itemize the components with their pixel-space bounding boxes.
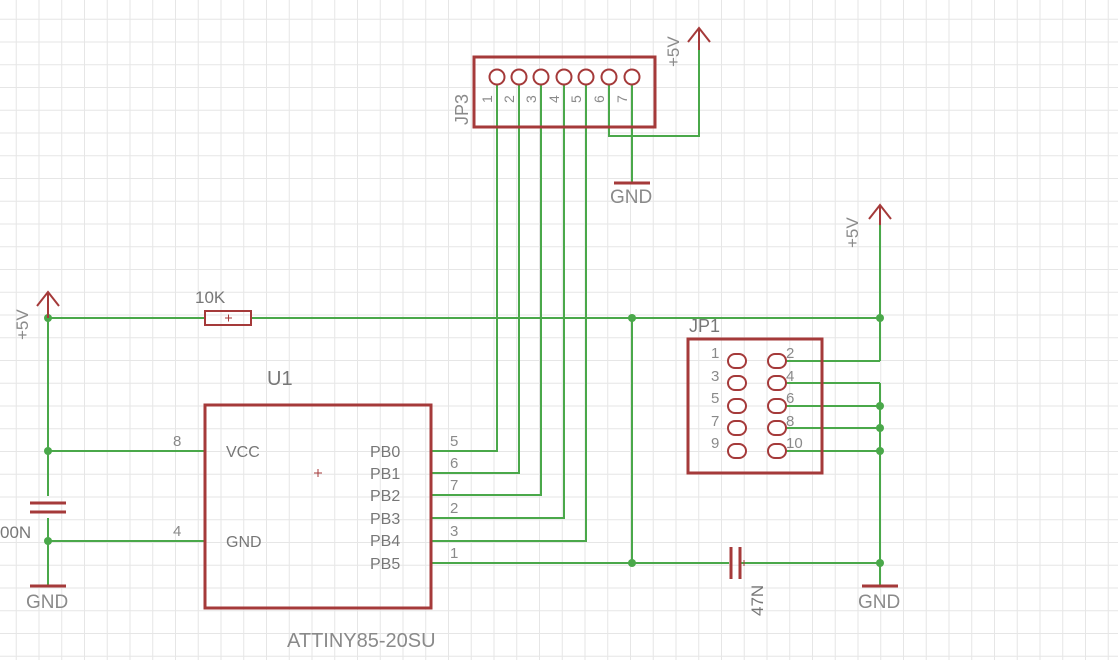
pin-number: 6 — [786, 390, 794, 407]
capacitor-value: 00N — [0, 523, 31, 542]
junction — [628, 559, 636, 567]
pin-number: 3 — [450, 523, 458, 540]
header-pad — [767, 353, 787, 369]
junction — [876, 424, 884, 432]
pin-number: 5 — [711, 390, 719, 407]
header-pad — [727, 353, 747, 369]
component-ref: JP3 — [452, 94, 472, 125]
gnd-symbol-left: GND — [26, 584, 68, 613]
header-pad — [727, 443, 747, 459]
vcc-symbol-right: +5V — [843, 203, 892, 248]
vcc-symbol-left: +5V — [13, 290, 60, 340]
pin-number: 6 — [450, 455, 458, 472]
header-pad — [767, 420, 787, 436]
junction — [44, 537, 52, 545]
pin-number: 1 — [711, 345, 719, 362]
gnd-label: GND — [26, 592, 68, 613]
junction — [876, 314, 884, 322]
header-jp1[interactable]: JP1 1 3 5 7 9 2 4 6 8 10 — [686, 316, 824, 475]
pin-number: 1 — [450, 545, 458, 562]
gnd-label: GND — [858, 592, 900, 613]
vcc-label: +5V — [843, 217, 862, 248]
pin-number: 7 — [614, 95, 630, 103]
gnd-label: GND — [610, 187, 652, 208]
ic-u1[interactable]: U1 ATTINY85-20SU 8 VCC 4 GND PB0 5 PB1 6… — [173, 368, 458, 652]
wire-jp3-pin6 — [608, 77, 633, 183]
pin-number: 9 — [711, 435, 719, 452]
wire-pb0 — [431, 77, 498, 452]
pin-name: PB2 — [370, 488, 400, 505]
gnd-symbol-right: GND — [858, 584, 900, 613]
resistor-value: 10K — [195, 288, 226, 307]
pin-number: 8 — [786, 413, 794, 430]
pin-number: 2 — [450, 500, 458, 517]
capacitor-c2[interactable]: 47N — [729, 547, 767, 616]
header-pad — [623, 68, 641, 86]
pin-number: 7 — [711, 413, 719, 430]
pin-name: PB0 — [370, 444, 400, 461]
pin-number: 5 — [450, 433, 458, 450]
header-pad — [488, 68, 506, 86]
resistor-10k[interactable]: 10K — [195, 288, 252, 326]
wires — [47, 30, 881, 586]
junction — [876, 447, 884, 455]
junctions — [44, 314, 884, 567]
pin-number: 3 — [523, 95, 539, 103]
header-pad — [727, 375, 747, 391]
junction — [44, 447, 52, 455]
pin-number: 10 — [786, 435, 803, 452]
pin-number: 2 — [501, 95, 517, 103]
wire-pb3 — [431, 77, 565, 519]
header-pad — [767, 398, 787, 414]
pin-name: PB4 — [370, 533, 400, 550]
header-jp3[interactable]: 1 2 3 4 5 6 7 JP3 — [452, 55, 657, 129]
header-pad — [767, 375, 787, 391]
gnd-symbol-jp3: GND — [610, 181, 652, 208]
pin-number: 1 — [479, 95, 495, 103]
junction — [628, 314, 636, 322]
pin-number: 4 — [546, 95, 562, 103]
header-pad — [532, 68, 550, 86]
component-value: ATTINY85-20SU — [287, 630, 436, 652]
capacitor-value: 47N — [748, 585, 767, 616]
capacitor-c1[interactable]: 00N — [0, 501, 66, 542]
vcc-label: +5V — [664, 36, 683, 67]
pin-name: PB3 — [370, 511, 400, 528]
component-ref: U1 — [267, 368, 293, 390]
pin-number: 5 — [568, 95, 584, 103]
wire-pb4 — [431, 77, 587, 542]
pin-number: 4 — [173, 523, 181, 540]
vcc-label: +5V — [13, 309, 32, 340]
junction — [876, 559, 884, 567]
wire-pb2 — [431, 77, 542, 496]
header-pad — [555, 68, 573, 86]
pin-name: GND — [226, 534, 262, 551]
header-pad — [767, 443, 787, 459]
header-pad — [727, 398, 747, 414]
pin-name: PB1 — [370, 466, 400, 483]
header-pad — [510, 68, 528, 86]
vcc-symbol-jp3: +5V — [664, 26, 711, 67]
pin-number: 7 — [450, 477, 458, 494]
wire-pb1 — [431, 77, 520, 474]
pin-number: 3 — [711, 368, 719, 385]
pin-name: VCC — [226, 444, 260, 461]
header-pad — [600, 68, 618, 86]
pin-number: 2 — [786, 345, 794, 362]
wire-jp3-pin7 — [631, 30, 700, 137]
pin-name: PB5 — [370, 556, 400, 573]
component-ref: JP1 — [689, 316, 720, 336]
pin-number: 4 — [786, 368, 794, 385]
header-pad — [577, 68, 595, 86]
pin-number: 8 — [173, 433, 181, 450]
junction — [876, 402, 884, 410]
header-pad — [727, 420, 747, 436]
pin-number: 6 — [591, 95, 607, 103]
